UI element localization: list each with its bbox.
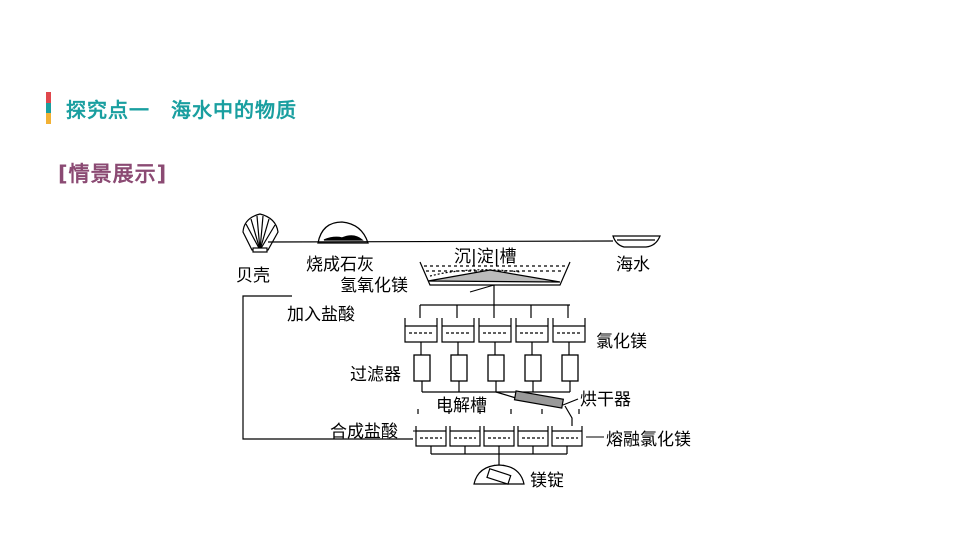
label-shell: 贝壳: [236, 266, 270, 286]
label-seawater: 海水: [616, 255, 650, 275]
hcl-recycle-line: [242, 295, 413, 440]
accent-red: [46, 92, 51, 103]
label-synth-hcl: 合成盐酸: [330, 422, 398, 442]
scenario-label: [情景展示]: [58, 162, 168, 186]
label-add-hcl: 加入盐酸: [287, 305, 355, 325]
label-filter: 过滤器: [350, 365, 401, 385]
accent-yellow: [46, 113, 51, 124]
shell-icon: [242, 213, 279, 253]
dryer: [513, 390, 579, 428]
section-title: 探究点一 海水中的物质: [66, 98, 297, 122]
label-molten-mgcl2: 熔融氯化镁: [606, 430, 691, 450]
label-mg-hydroxide: 氢氧化镁: [340, 276, 408, 296]
ingot-mold: [473, 464, 525, 485]
electrolytic-cell-row: [415, 426, 583, 447]
label-burn-lime: 烧成石灰: [306, 255, 374, 275]
hcl-beaker-row: [404, 318, 586, 343]
pointer-lines: [413, 284, 604, 438]
label-mg-chloride: 氯化镁: [596, 332, 647, 352]
sedimentation-tank: [419, 261, 571, 286]
filter-collection-pipes: [421, 381, 571, 399]
accent-teal: [46, 102, 51, 114]
electrolytic-cell-ticks: [417, 409, 580, 414]
beaker-to-filter-pipes: [420, 342, 570, 355]
distribution-pipes: [419, 285, 570, 318]
kiln-icon: [317, 221, 369, 244]
label-electrolytic-cell: 电解槽: [436, 396, 487, 416]
seawater-tank-icon: [612, 235, 661, 248]
label-dryer: 烘干器: [580, 390, 631, 410]
filter-row: [413, 354, 579, 382]
title-accent-bar: [46, 92, 51, 124]
top-pipe: [267, 240, 614, 243]
label-mg-ingot: 镁锭: [530, 471, 564, 491]
label-sedimentation: 沉|淀|槽: [454, 247, 516, 267]
